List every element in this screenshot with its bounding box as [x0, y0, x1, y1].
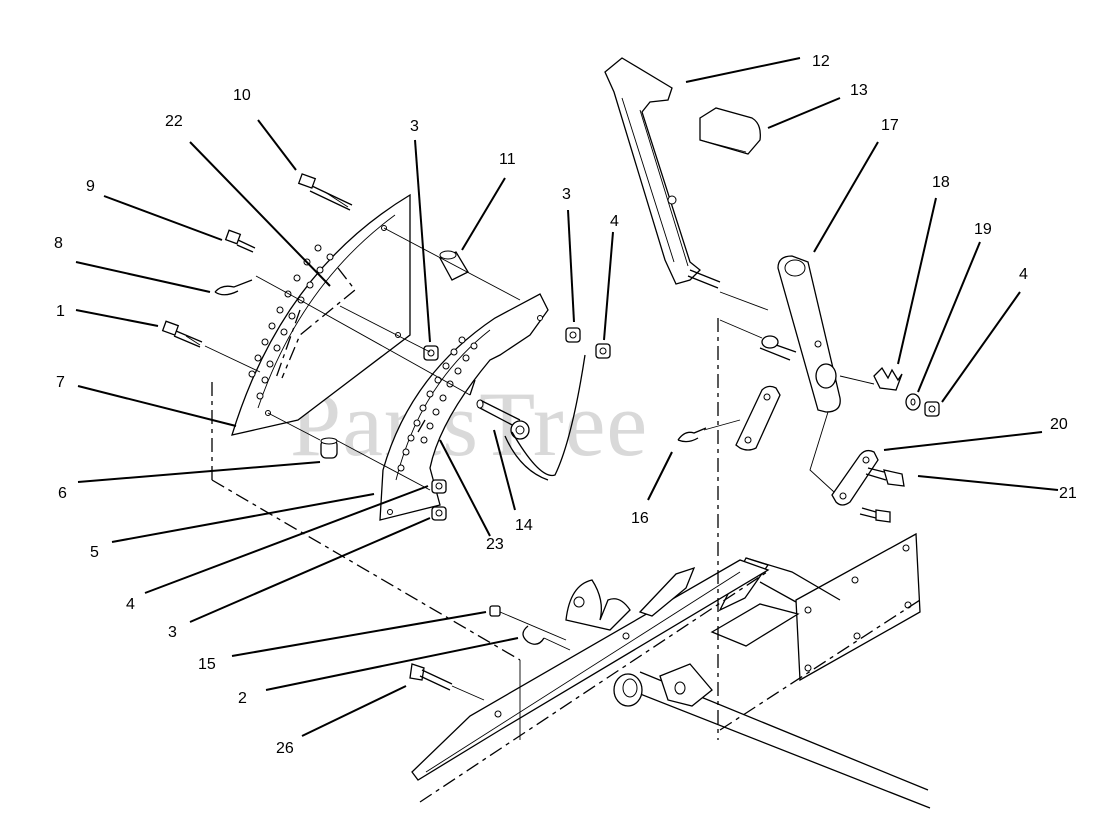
- callout-17: 17: [881, 117, 899, 134]
- clip-16: [677, 427, 707, 443]
- callout-15: 15: [198, 656, 216, 673]
- callout-3-c: 3: [168, 624, 177, 641]
- link-plate-16: [735, 385, 781, 451]
- nut-15: [489, 605, 501, 617]
- callout-22: 22: [165, 113, 183, 130]
- bolt-1: [161, 320, 203, 348]
- washer-19: [905, 393, 921, 411]
- callout-3-b: 3: [562, 186, 571, 203]
- callout-2: 2: [238, 690, 247, 707]
- callout-10: 10: [233, 87, 251, 104]
- nut-4-lower: [431, 479, 447, 494]
- bolt-9: [224, 229, 256, 253]
- bolt-10: [297, 173, 353, 211]
- callout-20: 20: [1050, 416, 1068, 433]
- clip-8: [214, 279, 253, 296]
- plate-holes: [387, 315, 543, 515]
- callout-18: 18: [932, 174, 950, 191]
- watermark: PartsTree: [290, 373, 648, 475]
- callout-3-a: 3: [410, 118, 419, 135]
- callout-11: 11: [499, 151, 516, 168]
- spring-18: [873, 366, 903, 391]
- bolt-26: [409, 663, 453, 691]
- callout-4-a: 4: [610, 213, 619, 230]
- nut-3-upper: [423, 345, 439, 361]
- leader-lines: [75, 57, 1059, 737]
- callout-4-c: 4: [126, 596, 135, 613]
- callout-21: 21: [1059, 485, 1077, 502]
- callout-12: 12: [812, 53, 830, 70]
- callout-6: 6: [58, 485, 67, 502]
- callout-19: 19: [974, 221, 992, 238]
- callouts: 1 2 3 3 3 3 4 4 4 5 6 7 8 9 10 11 12 13 …: [54, 53, 1077, 757]
- lever-17: [759, 255, 841, 413]
- nut-3-mid: [565, 327, 581, 343]
- nut-4-mid: [595, 343, 611, 359]
- callout-7: 7: [56, 374, 65, 391]
- pedal-pad-13: [699, 107, 761, 155]
- callout-14: 14: [515, 517, 533, 534]
- nut-4-right: [924, 401, 940, 417]
- mounting-plate: [379, 293, 549, 521]
- assembly-lines: [204, 227, 921, 803]
- cross-tube: [411, 559, 770, 781]
- callout-5: 5: [90, 544, 99, 561]
- pin-14: [476, 354, 586, 481]
- callout-16: 16: [631, 510, 649, 527]
- callout-9: 9: [86, 178, 95, 195]
- callout-13: 13: [850, 82, 868, 99]
- callout-8: 8: [54, 235, 63, 252]
- shaft: [613, 663, 931, 809]
- bolt-21-upper: [865, 467, 905, 487]
- callout-4-b: 4: [1019, 266, 1028, 283]
- pedal-arm: [604, 57, 721, 289]
- spacer-6: [320, 437, 338, 459]
- link-20: [831, 449, 879, 506]
- nut-3-lower: [431, 506, 447, 521]
- pivot-frame: [710, 532, 921, 682]
- clip-2: [522, 625, 545, 645]
- bolt-21-lower: [859, 507, 891, 523]
- callout-26: 26: [276, 740, 294, 757]
- callout-23: 23: [486, 536, 504, 553]
- callout-1: 1: [56, 303, 65, 320]
